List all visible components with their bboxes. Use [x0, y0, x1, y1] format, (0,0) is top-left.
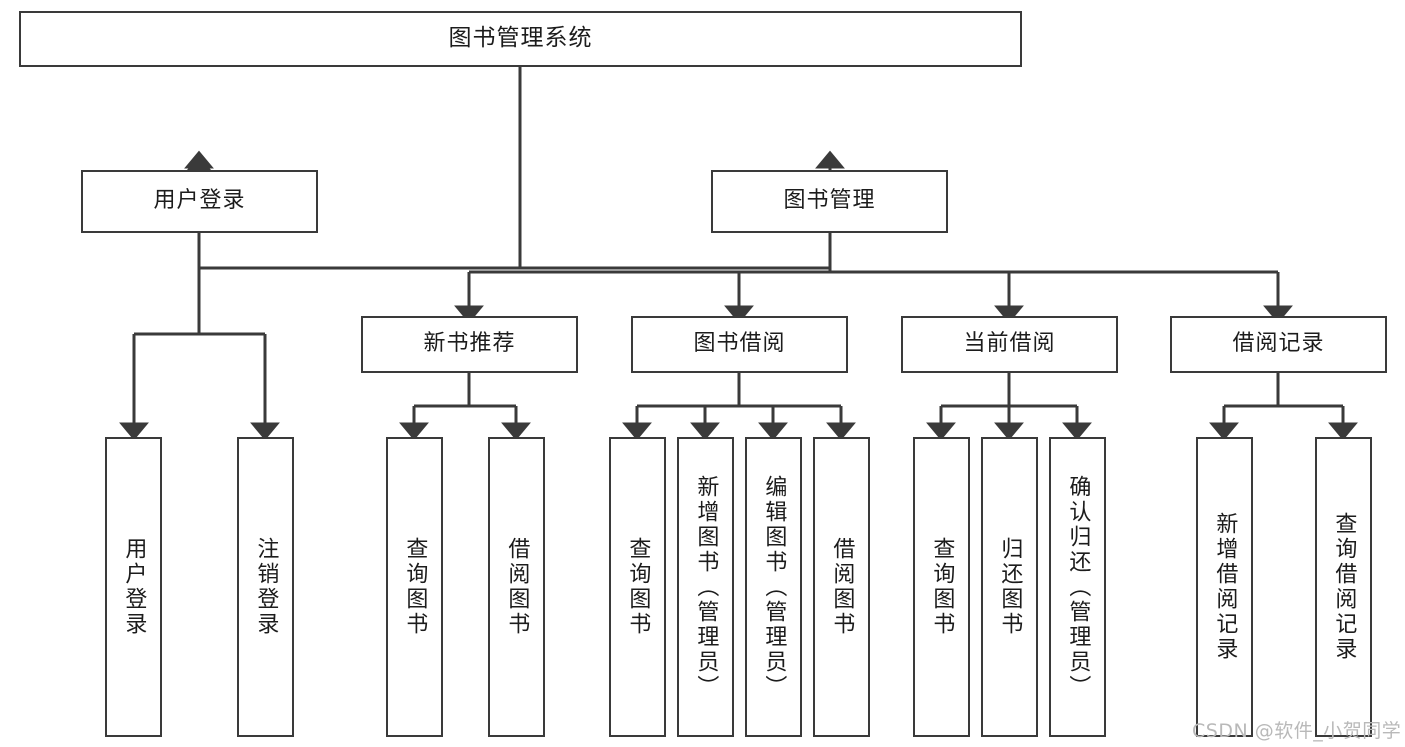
node-user-login-label: 用户登录 — [153, 188, 246, 214]
node-leaf-add-book[interactable]: 新增图书（管理员） — [677, 437, 734, 737]
node-root-label: 图书管理系统 — [448, 25, 593, 52]
node-leaf-user-logout[interactable]: 注销登录 — [237, 437, 294, 737]
node-leaf-query-book-1-label: 查询图书 — [402, 537, 428, 637]
node-leaf-user-logout-label: 注销登录 — [253, 537, 279, 637]
node-leaf-edit-book[interactable]: 编辑图书（管理员） — [745, 437, 802, 737]
node-borrow-record-label: 借阅记录 — [1232, 331, 1325, 357]
node-leaf-query-book-2-label: 查询图书 — [625, 537, 651, 637]
csdn-watermark: CSDN @软件_小贺同学 — [1192, 720, 1402, 742]
node-book-borrow-label: 图书借阅 — [693, 331, 786, 357]
node-leaf-return-book[interactable]: 归还图书 — [981, 437, 1038, 737]
node-leaf-return-book-label: 归还图书 — [997, 537, 1023, 637]
node-borrow-record[interactable]: 借阅记录 — [1170, 316, 1387, 373]
node-new-book-recommend-label: 新书推荐 — [423, 331, 516, 357]
node-leaf-query-book-2[interactable]: 查询图书 — [609, 437, 666, 737]
node-leaf-edit-book-label: 编辑图书（管理员） — [761, 474, 787, 700]
node-book-borrow[interactable]: 图书借阅 — [631, 316, 848, 373]
node-leaf-confirm-return[interactable]: 确认归还（管理员） — [1049, 437, 1106, 737]
node-leaf-add-record[interactable]: 新增借阅记录 — [1196, 437, 1253, 737]
node-current-borrow-label: 当前借阅 — [963, 331, 1056, 357]
node-leaf-query-book-3-label: 查询图书 — [929, 537, 955, 637]
node-current-borrow[interactable]: 当前借阅 — [901, 316, 1118, 373]
node-leaf-user-login-label: 用户登录 — [121, 537, 147, 637]
node-leaf-confirm-return-label: 确认归还（管理员） — [1065, 474, 1091, 700]
node-leaf-query-book-1[interactable]: 查询图书 — [386, 437, 443, 737]
node-leaf-borrow-book-1[interactable]: 借阅图书 — [488, 437, 545, 737]
node-user-login[interactable]: 用户登录 — [81, 170, 318, 233]
node-leaf-query-record-label: 查询借阅记录 — [1331, 512, 1357, 662]
node-leaf-query-record[interactable]: 查询借阅记录 — [1315, 437, 1372, 737]
node-new-book-recommend[interactable]: 新书推荐 — [361, 316, 578, 373]
node-leaf-add-book-label: 新增图书（管理员） — [693, 474, 719, 700]
node-leaf-user-login[interactable]: 用户登录 — [105, 437, 162, 737]
node-leaf-borrow-book-2[interactable]: 借阅图书 — [813, 437, 870, 737]
node-leaf-add-record-label: 新增借阅记录 — [1212, 512, 1238, 662]
node-root[interactable]: 图书管理系统 — [19, 11, 1022, 67]
node-leaf-borrow-book-1-label: 借阅图书 — [504, 537, 530, 637]
node-book-management-label: 图书管理 — [783, 188, 876, 214]
node-leaf-query-book-3[interactable]: 查询图书 — [913, 437, 970, 737]
node-leaf-borrow-book-2-label: 借阅图书 — [829, 537, 855, 637]
node-book-management[interactable]: 图书管理 — [711, 170, 948, 233]
